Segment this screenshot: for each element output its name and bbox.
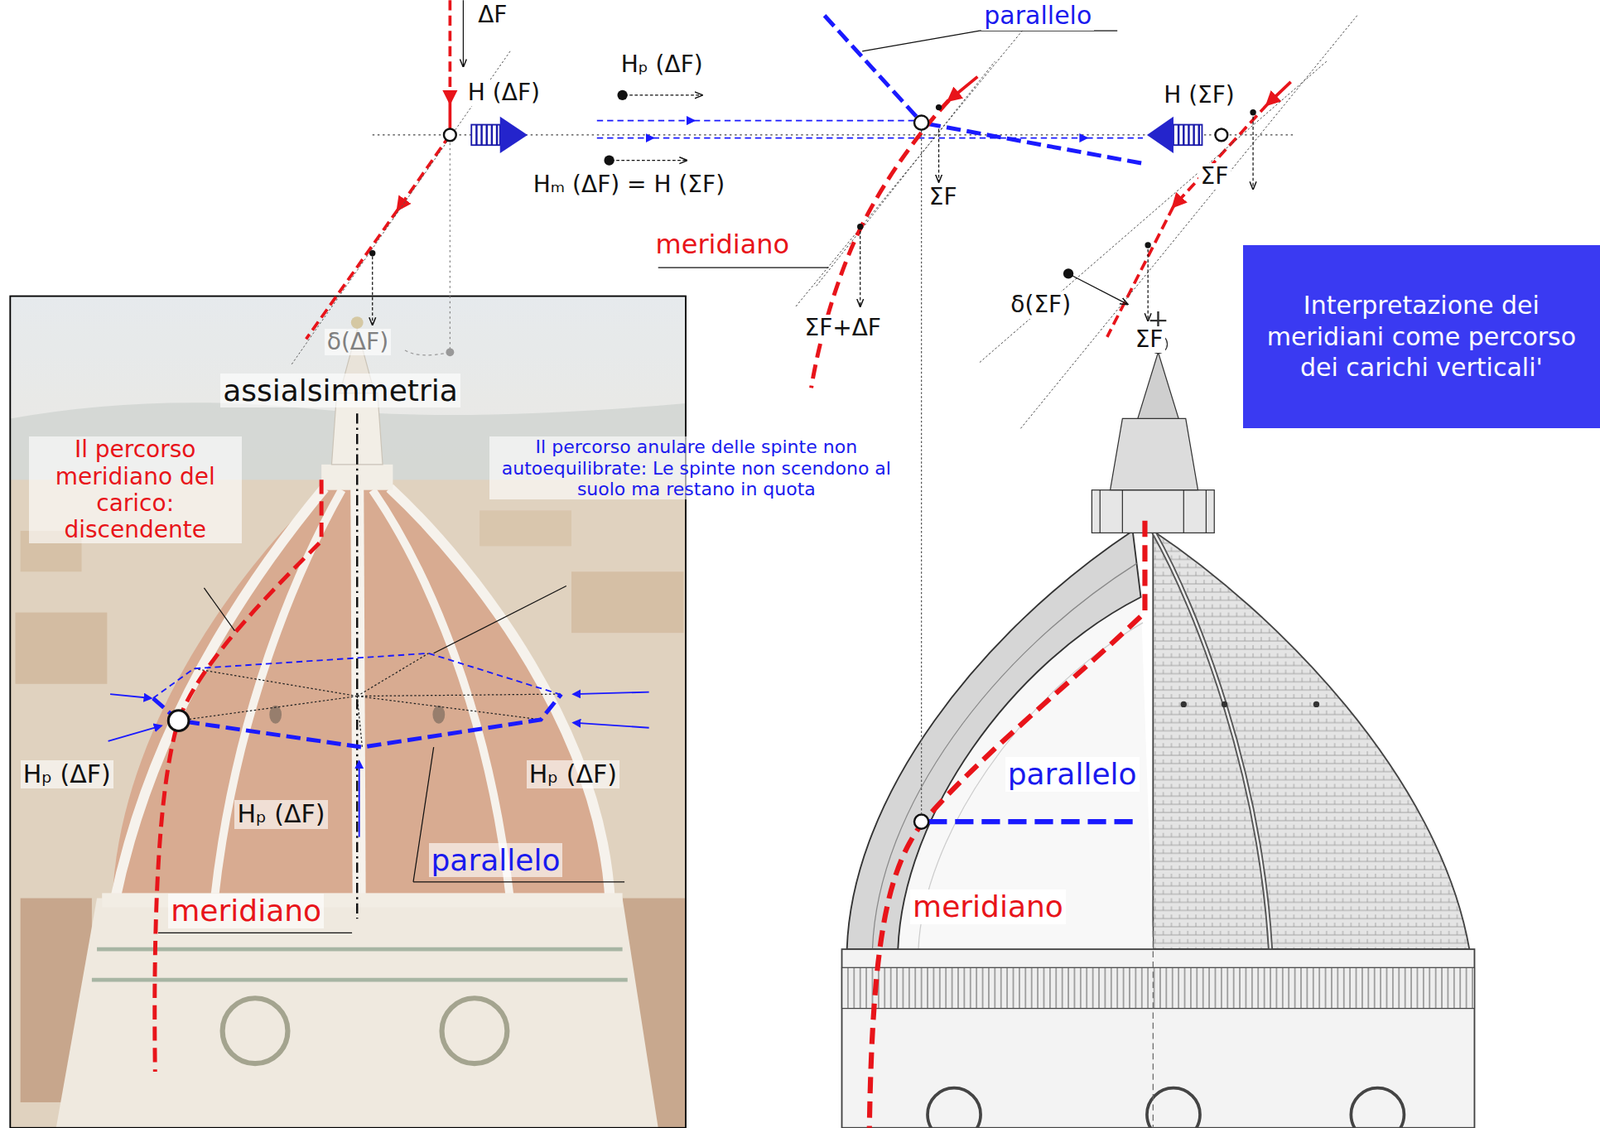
deflection-label: δ(ΔF): [324, 328, 391, 356]
thrust-label: Hₚ (ΔF): [234, 800, 328, 829]
parallel-note: Il percorso anulare delle spinte non aut…: [489, 436, 903, 500]
caption-box: Interpretazione dei meridiani come perco…: [1243, 245, 1600, 429]
meridian-label: meridiano: [910, 889, 1066, 924]
thrust-label: Hₚ (ΔF): [526, 760, 620, 790]
parallel-label: parallelo: [981, 1, 1094, 31]
force-label: H (ΔF): [465, 79, 543, 107]
force-label: Hₚ (ΔF): [618, 51, 706, 78]
meridian-label: meridiano: [168, 893, 324, 928]
caption-text: Interpretazione dei meridiani come perco…: [1256, 289, 1587, 384]
meridian-note: Il percorso meridiano del carico: discen…: [28, 436, 242, 544]
thrust-label: Hₚ (ΔF): [20, 760, 114, 790]
load-symbol: ΣF: [926, 183, 960, 211]
meridian-label: meridiano: [653, 229, 793, 261]
force-label: H (ΣF): [1161, 81, 1238, 109]
section-overlay: [869, 520, 1146, 1128]
load-symbol: ΣF+ΔF: [801, 314, 884, 342]
axis-label: assialsimmetria: [220, 373, 461, 408]
dome-photo: [9, 296, 686, 1128]
dome-section: [842, 311, 1475, 1128]
parallel-label: parallelo: [428, 843, 564, 878]
deflection-label: δ(ΣF): [1007, 291, 1074, 319]
load-symbol: ΣF: [1198, 163, 1232, 190]
force-label: Hₘ (ΔF) = H (ΣF): [530, 171, 728, 198]
load-symbol: ΣF: [1132, 326, 1167, 353]
load-symbol: ΔF: [475, 1, 510, 29]
parallel-label: parallelo: [1005, 756, 1140, 791]
